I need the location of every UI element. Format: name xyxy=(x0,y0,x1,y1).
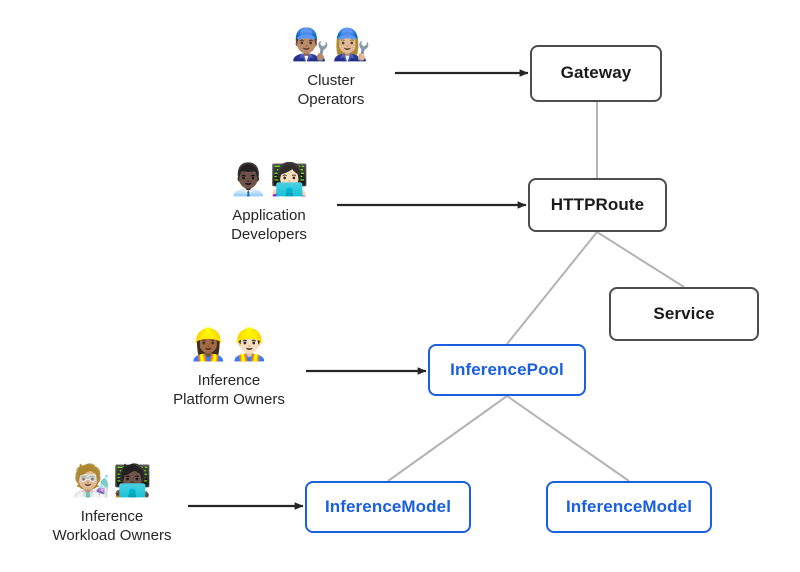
connector-httproute-service xyxy=(596,231,685,288)
node-inferencepool[interactable]: InferencePool xyxy=(428,344,586,396)
node-inferencemodel2[interactable]: InferenceModel xyxy=(546,481,712,533)
woman-mechanic-icon: 👩🏼‍🔧 xyxy=(332,27,371,63)
connector-pool-model-left xyxy=(387,395,508,482)
connector-httproute-inferencepool xyxy=(506,231,598,345)
node-label: InferenceModel xyxy=(565,496,693,516)
technologist-icon: 🧑🏿‍💻 xyxy=(113,463,152,499)
connector-pool-model-right xyxy=(506,395,630,482)
node-service[interactable]: Service xyxy=(609,287,759,341)
woman-construction-worker-icon: 👷🏾‍♀️ xyxy=(189,327,228,363)
actor-cluster-operators: 👨🏽‍🔧👩🏼‍🔧 Cluster Operators xyxy=(226,30,436,110)
node-label: Gateway xyxy=(560,63,632,83)
actor-caption: Inference Platform Owners xyxy=(173,372,285,408)
actor-emoji-group: 👨🏽‍🔧👩🏼‍🔧 xyxy=(291,30,370,68)
node-label: InferencePool xyxy=(450,359,564,379)
node-label: Service xyxy=(653,303,715,323)
actor-inference-workload-owners: 🧑🏼‍🔬🧑🏿‍💻 Inference Workload Owners xyxy=(7,466,217,546)
actor-caption: Application Developers xyxy=(231,207,307,243)
node-label: HTTPRoute xyxy=(550,194,645,214)
actor-caption: Inference Workload Owners xyxy=(52,508,172,544)
actor-inference-platform-owners: 👷🏾‍♀️👷🏻‍♂️ Inference Platform Owners xyxy=(124,330,334,410)
man-office-worker-icon: 👨🏿‍💼 xyxy=(229,162,268,198)
actor-application-developers: 👨🏿‍💼👩🏻‍💻 Application Developers xyxy=(164,165,374,245)
actor-emoji-group: 👨🏿‍💼👩🏻‍💻 xyxy=(229,165,308,203)
node-inferencemodel1[interactable]: InferenceModel xyxy=(305,481,471,533)
actor-emoji-group: 🧑🏼‍🔬🧑🏿‍💻 xyxy=(72,466,151,504)
node-httproute[interactable]: HTTPRoute xyxy=(528,178,667,232)
woman-technologist-icon: 👩🏻‍💻 xyxy=(270,162,309,198)
node-gateway[interactable]: Gateway xyxy=(530,45,662,102)
man-mechanic-icon: 👨🏽‍🔧 xyxy=(291,27,330,63)
scientist-icon: 🧑🏼‍🔬 xyxy=(72,463,111,499)
actor-arrows xyxy=(188,69,529,510)
node-label: InferenceModel xyxy=(324,496,452,516)
man-construction-worker-icon: 👷🏻‍♂️ xyxy=(230,327,269,363)
actor-caption: Cluster Operators xyxy=(297,72,365,108)
actor-emoji-group: 👷🏾‍♀️👷🏻‍♂️ xyxy=(189,330,268,368)
